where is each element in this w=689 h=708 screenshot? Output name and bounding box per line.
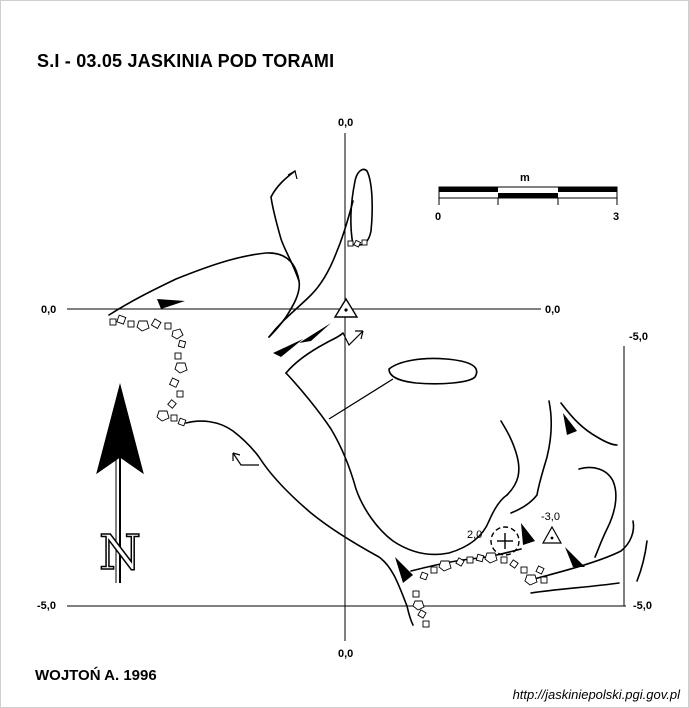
survey-stations <box>333 297 563 544</box>
cave-wall-east-lower <box>285 372 508 556</box>
rubble <box>168 377 180 388</box>
slope-marker <box>521 523 535 545</box>
rubble <box>430 566 438 574</box>
cave-wall-far-east-3 <box>578 466 617 558</box>
cave-wall-east-lobe <box>388 357 478 385</box>
grid-label-left: 0,0 <box>41 304 57 316</box>
lead-arrow-west <box>232 452 259 466</box>
cave-wall-niche <box>350 168 373 246</box>
source-url: http://jaskiniepolski.pgi.gov.pl <box>512 687 680 702</box>
grid-label-bottom-right: -5,0 <box>633 600 652 612</box>
rubble <box>347 240 354 247</box>
rubble <box>422 620 430 628</box>
rubble <box>353 239 362 248</box>
rubble <box>127 320 135 328</box>
rubble <box>419 571 429 581</box>
station-triangle-east <box>541 525 563 544</box>
rubble <box>156 410 170 422</box>
rubble <box>170 414 178 422</box>
rubble <box>500 556 508 564</box>
lead-arrow-center <box>342 330 364 347</box>
rubble <box>177 417 187 427</box>
cave-wall-north <box>108 252 301 338</box>
cave-wall-west <box>185 420 414 626</box>
rubble <box>466 556 474 564</box>
rubble <box>167 399 177 409</box>
cave-wall-north-passage-west <box>270 170 300 282</box>
height-label-right: -3,0 <box>541 511 560 523</box>
cave-walls <box>108 168 648 626</box>
grid-label-right-top: -5,0 <box>629 331 648 343</box>
rubble <box>535 565 545 575</box>
rubble <box>174 362 188 374</box>
rubble <box>438 560 452 572</box>
slope-marker <box>565 547 585 567</box>
grid-label-right: 0,0 <box>545 304 561 316</box>
author-credit: WOJTOŃ A. 1996 <box>35 667 157 684</box>
lead-arrow-north <box>287 170 298 180</box>
cave-wall-far-east-2 <box>560 402 618 446</box>
rubble <box>136 320 150 332</box>
pit-symbol <box>490 526 520 556</box>
rubble <box>164 322 172 330</box>
rubble <box>455 557 465 567</box>
map-title: S.I - 03.05 JASKINIA POD TORAMI <box>37 51 335 71</box>
rubble <box>520 566 528 574</box>
lead-arrows <box>232 170 394 466</box>
cave-wall-east-branch <box>500 420 520 496</box>
rubble <box>540 576 548 584</box>
cave-wall-north-passage <box>268 200 354 338</box>
cave-wall-far-east-6 <box>530 582 620 594</box>
slope-markers <box>157 299 585 583</box>
north-arrow <box>96 383 144 583</box>
rubble <box>109 318 117 326</box>
rubble <box>171 328 184 340</box>
slope-marker <box>157 299 185 309</box>
rubble-symbols <box>109 239 548 628</box>
cave-wall-far-east <box>510 400 552 514</box>
rubble <box>475 553 485 563</box>
rubble <box>177 339 187 349</box>
north-letter: N <box>98 525 142 581</box>
lead-line-east <box>328 378 394 420</box>
slope-marker <box>563 413 577 435</box>
rubble <box>361 239 368 246</box>
slope-marker <box>395 557 413 583</box>
cave-wall-east <box>285 332 344 374</box>
grid-lines <box>67 133 626 641</box>
rubble <box>484 552 498 564</box>
grid-label-bottom-left: -5,0 <box>37 600 56 612</box>
scale-bar <box>438 186 618 205</box>
scale-start: 0 <box>435 211 442 223</box>
rubble <box>150 318 162 330</box>
slope-marker <box>273 339 303 357</box>
rubble <box>174 352 182 360</box>
rubble <box>417 609 427 619</box>
rubble <box>524 574 538 586</box>
station-triangle-center <box>333 297 359 318</box>
rubble <box>116 314 127 325</box>
rubble <box>412 590 420 598</box>
cave-wall-far-east-4 <box>528 520 635 582</box>
height-label-center: 2,0 <box>467 529 483 541</box>
scale-unit: m <box>520 172 530 184</box>
grid-label-bottom: 0,0 <box>338 648 354 660</box>
rubble <box>412 600 425 611</box>
cave-wall-far-east-5 <box>636 540 648 582</box>
slope-marker <box>299 323 331 343</box>
scale-end: 3 <box>613 211 620 223</box>
grid-label-top: 0,0 <box>338 117 354 129</box>
rubble <box>509 559 519 569</box>
rubble <box>176 390 184 398</box>
